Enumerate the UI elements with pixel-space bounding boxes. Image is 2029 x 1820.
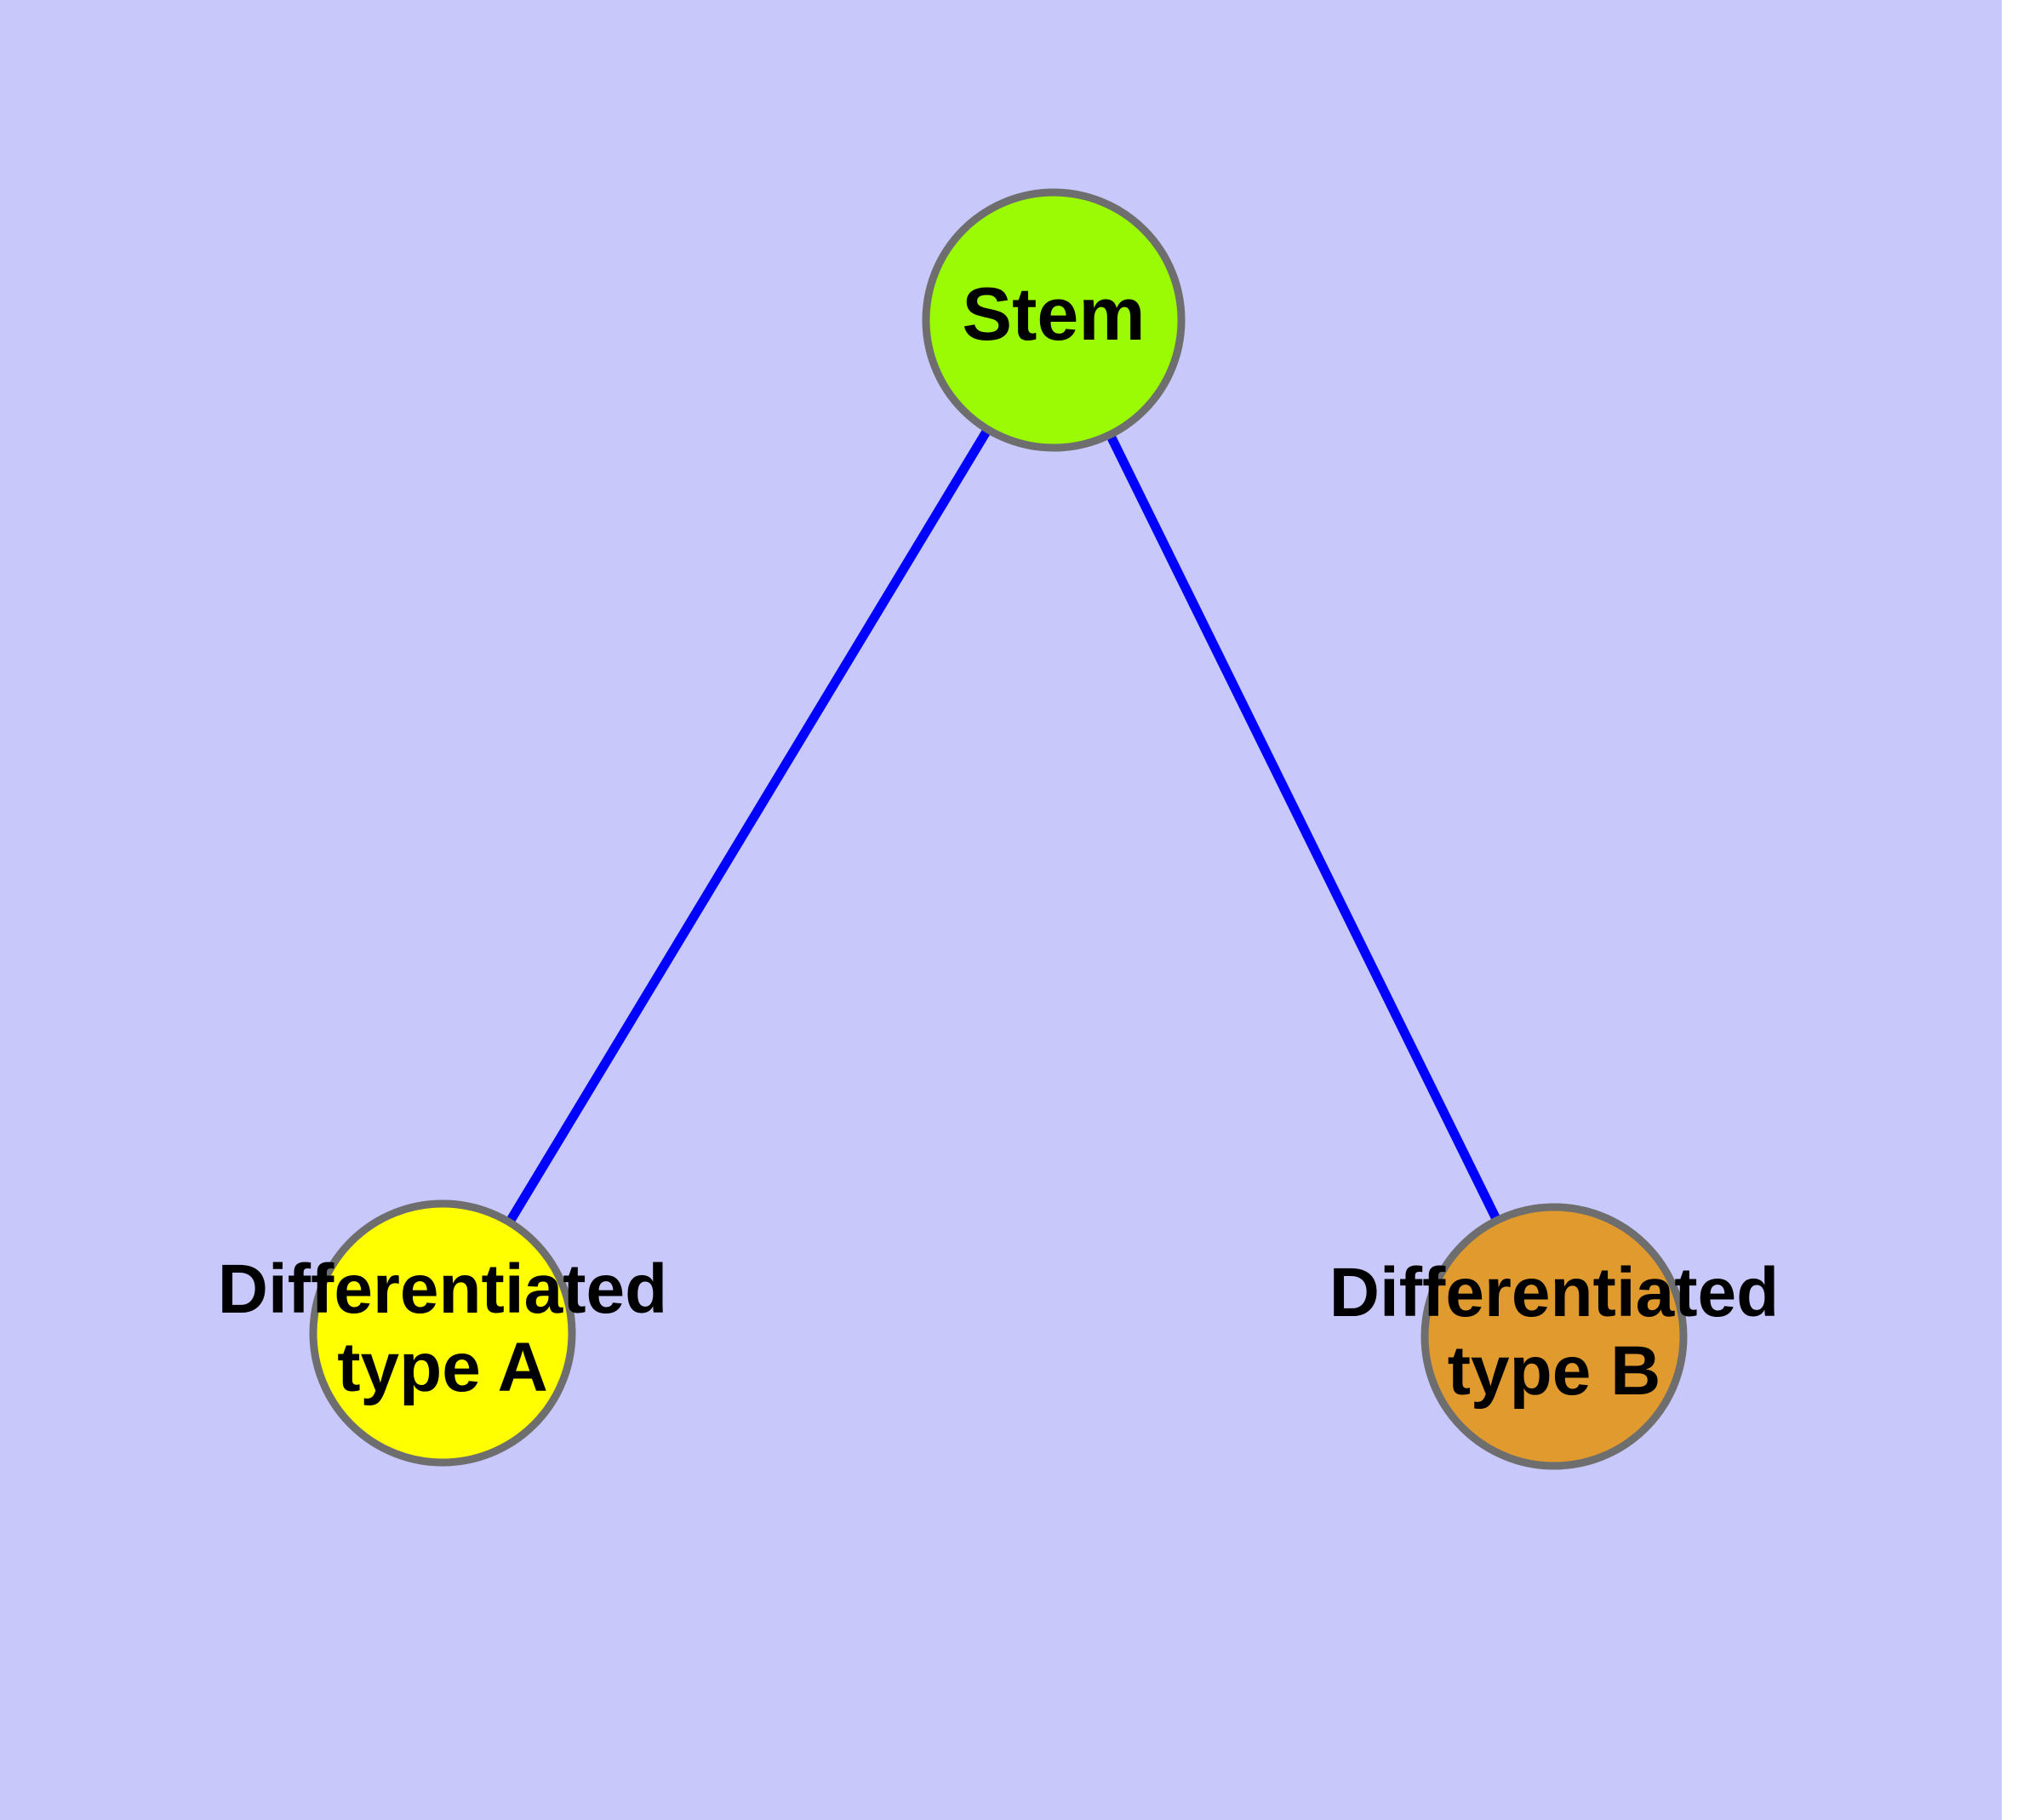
graph-node-label-stem: Stem bbox=[962, 272, 1145, 356]
graph-node-label-line: type A bbox=[337, 1329, 548, 1406]
graph-edge-stem-to-diff_b[interactable] bbox=[1105, 431, 1502, 1224]
edges-layer bbox=[504, 425, 1502, 1227]
graph-node-label-line: Stem bbox=[962, 272, 1145, 356]
graph-node-diff_b[interactable] bbox=[1420, 1203, 1688, 1470]
nodes-layer bbox=[309, 188, 1688, 1470]
graph-node-label-line: type B bbox=[1448, 1332, 1661, 1410]
graph-edge-stem-to-diff_a[interactable] bbox=[504, 425, 993, 1227]
graph-node-label-line: Differentiated bbox=[218, 1251, 668, 1328]
graph-node-stem[interactable] bbox=[922, 188, 1186, 452]
graph-node-diff_a[interactable] bbox=[309, 1199, 576, 1467]
graph-node-label-line: Differentiated bbox=[1329, 1254, 1780, 1331]
